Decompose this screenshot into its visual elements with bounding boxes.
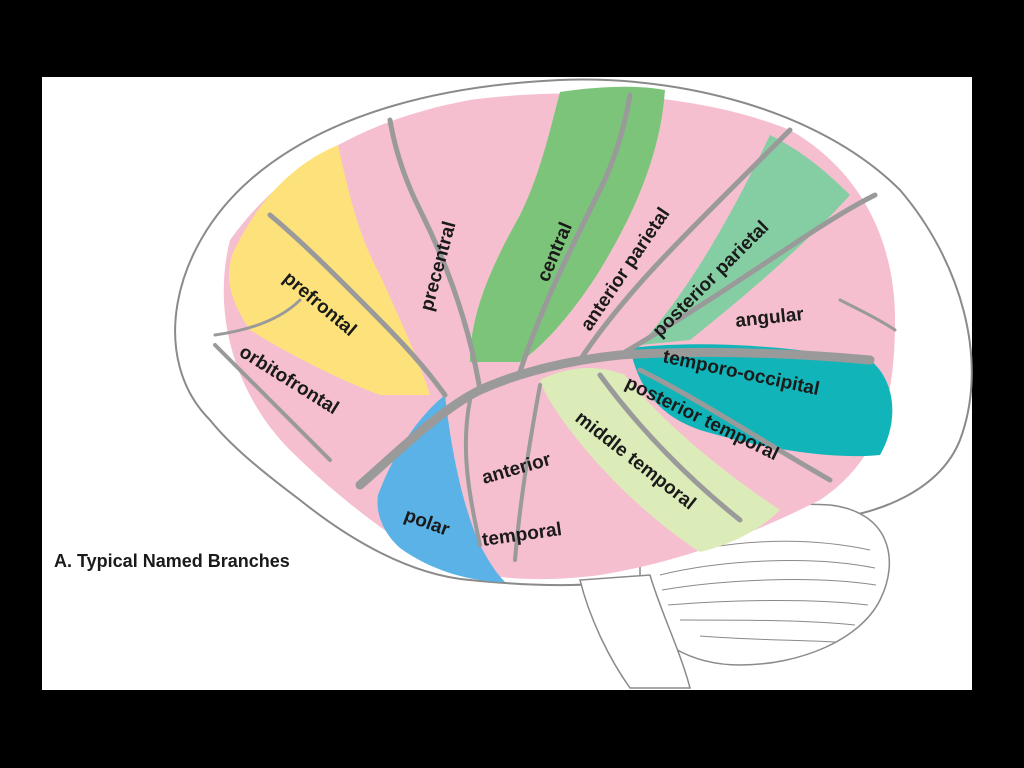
brainstem	[579, 574, 691, 689]
figure-caption: A. Typical Named Branches	[54, 551, 290, 571]
middle-cerebral-artery	[213, 92, 897, 562]
region-temporo-occipital	[630, 344, 893, 457]
region-posterior-parietal	[640, 135, 850, 345]
